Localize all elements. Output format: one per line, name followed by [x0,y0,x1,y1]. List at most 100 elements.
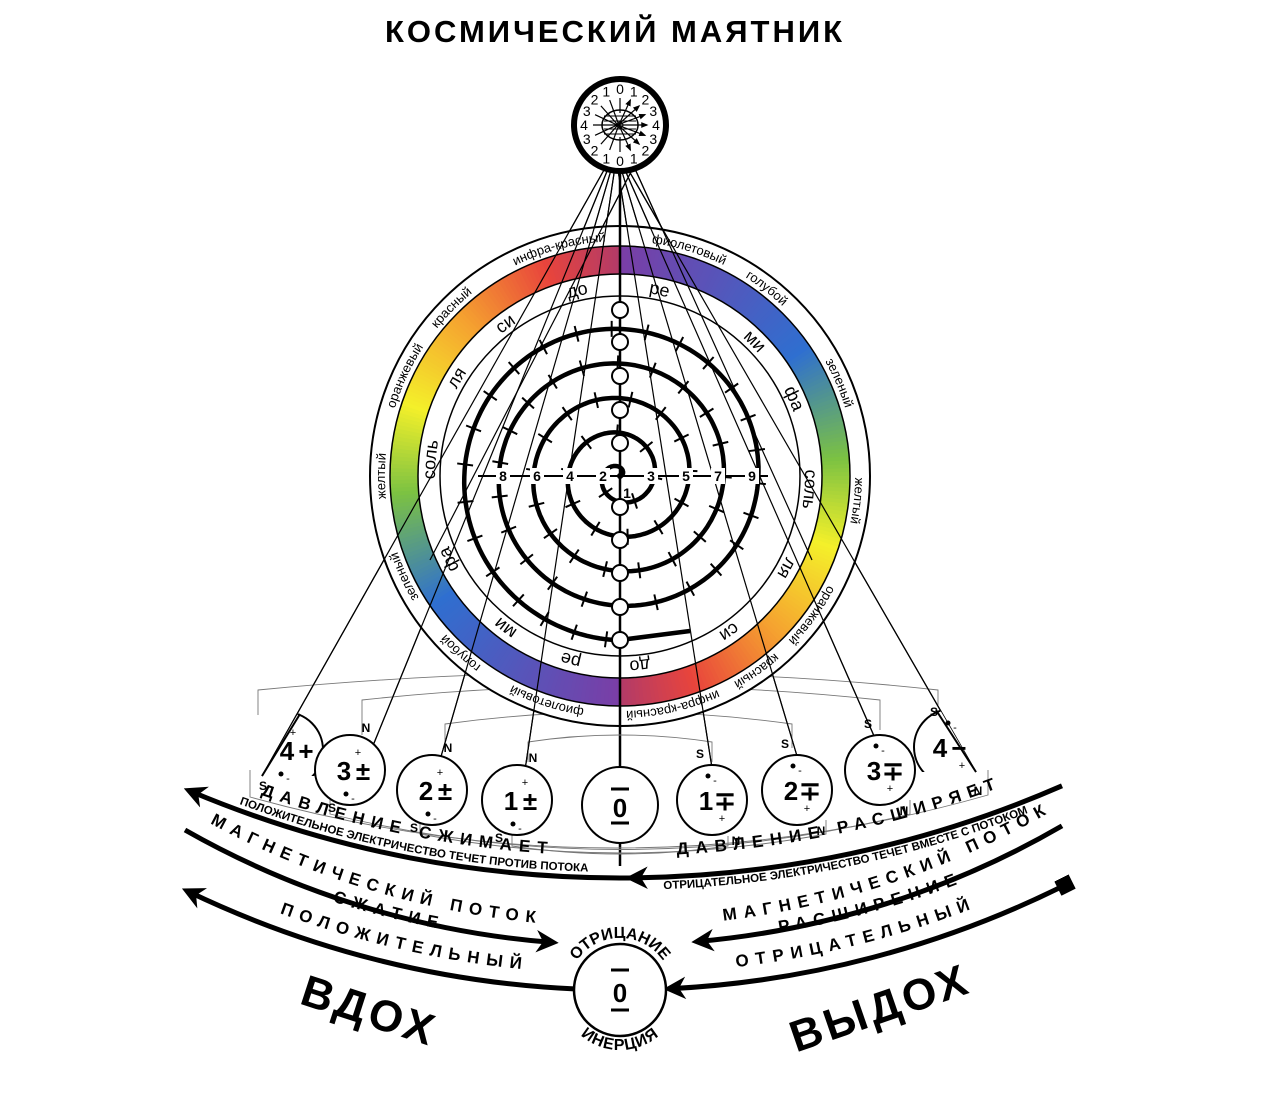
spectrum-segment [390,475,419,481]
spectrum-segment [801,375,829,392]
spiral-number: 6 [533,468,541,484]
spiral-tick [457,462,474,467]
spiral-tick [654,406,667,421]
spectrum-segment [658,250,669,279]
spectrum-segment [743,632,765,658]
spectrum-segment [428,588,455,608]
south-pole-label: S [864,717,872,731]
spectrum-segment [643,676,653,705]
spiral-tick [512,593,525,607]
spectrum-segment [401,537,430,551]
spectrum-segment [508,272,526,300]
spiral-tick [491,494,508,499]
spiral-tick [639,441,654,453]
pole-dot [705,773,711,779]
note-name: ре [648,277,672,301]
circle-sign: ± [356,756,370,786]
spectrum-segment [448,610,473,633]
spectrum-segment [390,455,419,462]
dial-number: 2 [591,142,599,158]
spiral-tick [521,396,535,410]
spectrum-segment [779,334,805,355]
axis-node [611,401,629,419]
spectrum-segment [685,258,700,287]
spectrum-segment [807,548,835,563]
spectrum-segment [767,319,792,342]
spectrum-segment [698,660,714,689]
spiral-tick [598,487,613,498]
spectrum-segment [408,381,436,398]
spectrum-segment [472,296,494,322]
dial-line [594,114,618,126]
spiral-tick [538,339,548,355]
spectrum-segment [406,385,435,401]
axis-node [611,531,629,549]
spectrum-segment [394,427,423,438]
spectrum-segment [801,561,829,578]
south-pole-label: S [328,801,336,815]
spectrum-segment [812,531,842,545]
spectrum-segment [477,634,499,660]
spectrum-segment [587,675,596,705]
spectrum-segment [730,283,750,309]
spectrum-segment [749,628,771,653]
spectrum-segment [817,514,846,525]
spectrum-segment [576,249,586,278]
dial-number: 1 [602,84,610,100]
spectrum-segment [640,676,649,705]
spectrum-segment [507,652,526,680]
spectrum-segment [732,285,753,311]
spectrum-segment [522,658,538,687]
spiral-tick [667,551,677,567]
spectrum-segment [438,330,464,352]
spectrum-segment [494,280,514,307]
spectrum-segment [498,278,517,305]
polarity-circle-7: 3∓NS-+ [844,717,916,818]
spectrum-segment [494,645,513,672]
spiral-tick [561,406,573,421]
dial-number: 2 [642,92,650,108]
spectrum-segment [403,392,432,407]
spectrum-segment [757,307,781,332]
axis-node [611,301,629,319]
spectrum-segment [732,641,752,668]
spectrum-segment [555,669,568,699]
circle-number: 3 [867,756,881,786]
spectrum-segment [544,666,558,695]
circle-outline [844,734,916,806]
spectrum-segment [394,517,424,528]
spiral-tick [580,591,588,608]
spectrum-segment [814,412,843,425]
spiral-tick [467,534,483,543]
pole-dot [945,720,951,726]
spectrum-segment [484,287,505,313]
spectrum-segment [414,567,442,584]
center-zero: 0 [613,978,627,1008]
spectrum-segment [650,674,660,704]
polarity-circle-1: 3±NS-+ [314,721,386,815]
axis-node [611,598,629,616]
dial-line [609,124,620,151]
circle-number: 1 [504,786,518,816]
spectrum-segment [468,627,491,653]
spiral-tick [740,413,756,422]
spectrum-segment [752,302,775,327]
spectrum-segment [735,639,756,665]
spiral-tick [570,624,578,641]
spectrum-segment [438,599,464,621]
spectrum-segment [744,294,766,320]
spectrum-segment [559,670,572,700]
spectrum-segment [390,478,419,485]
dial-arrow [617,124,647,137]
spectrum-segment [819,500,849,509]
spectrum-segment [491,282,511,309]
spectrum-segment [563,671,575,701]
circle-sign: ± [438,776,452,806]
spectrum-segment [537,259,552,288]
spectrum-segment [392,503,421,512]
spectrum-segment [785,344,812,364]
spectrum-segment [551,668,565,698]
spectrum-segment [451,613,475,636]
spectrum-segment [755,305,778,329]
spiral-tick [627,391,634,408]
